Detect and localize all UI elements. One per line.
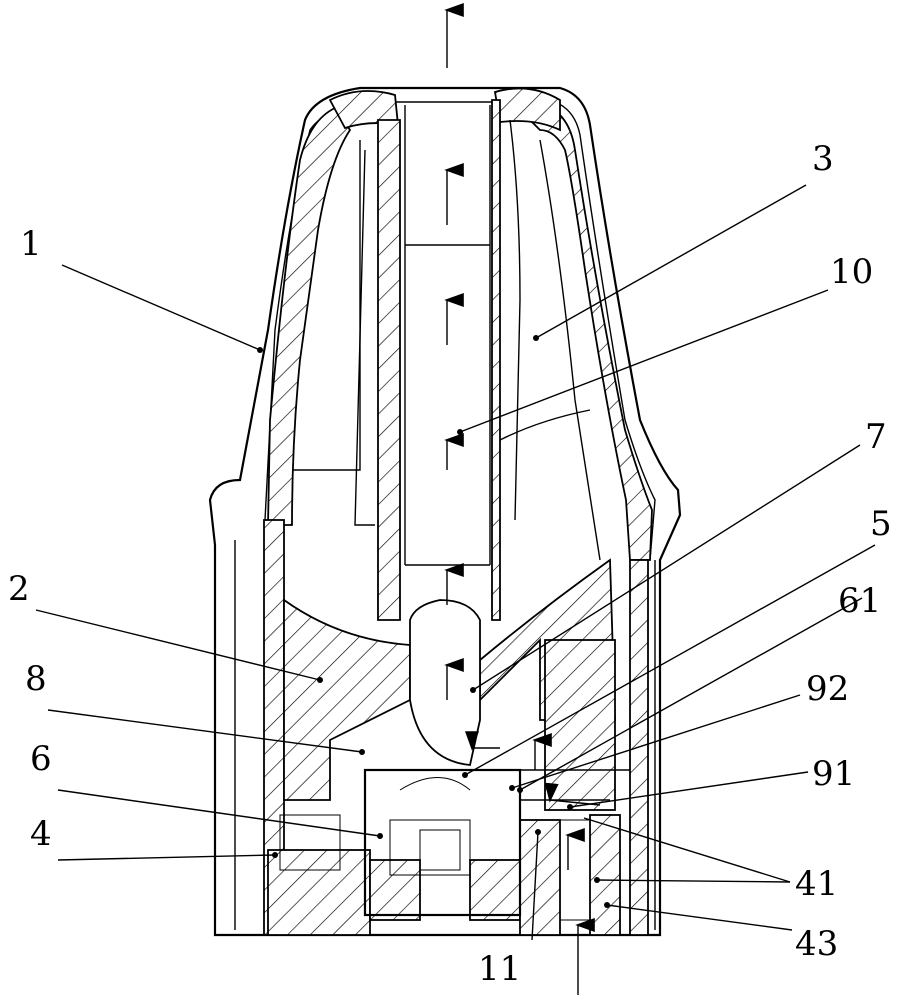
label-6: 6 — [30, 739, 52, 779]
label-2: 2 — [8, 569, 30, 609]
base-block — [283, 558, 616, 811]
label-41: 41 — [795, 864, 838, 904]
airflow-arrows — [444, 3, 601, 995]
label-8: 8 — [25, 659, 47, 699]
label-4: 4 — [30, 814, 52, 854]
label-91: 91 — [812, 754, 855, 794]
leader-lines — [35, 184, 876, 941]
label-43: 43 — [795, 924, 838, 964]
label-61: 61 — [838, 581, 881, 621]
label-92: 92 — [806, 669, 849, 709]
label-10: 10 — [830, 252, 873, 292]
label-1: 1 — [20, 224, 42, 264]
label-5: 5 — [870, 504, 892, 544]
label-11: 11 — [478, 949, 521, 989]
lower-assembly — [267, 768, 630, 936]
label-3: 3 — [812, 139, 834, 179]
liquid-tank — [292, 119, 601, 611]
label-7: 7 — [865, 417, 887, 457]
central-airway-tube — [377, 99, 501, 621]
reference-numerals: 1 3 10 7 5 2 61 8 92 6 91 4 41 43 11 — [8, 139, 892, 989]
